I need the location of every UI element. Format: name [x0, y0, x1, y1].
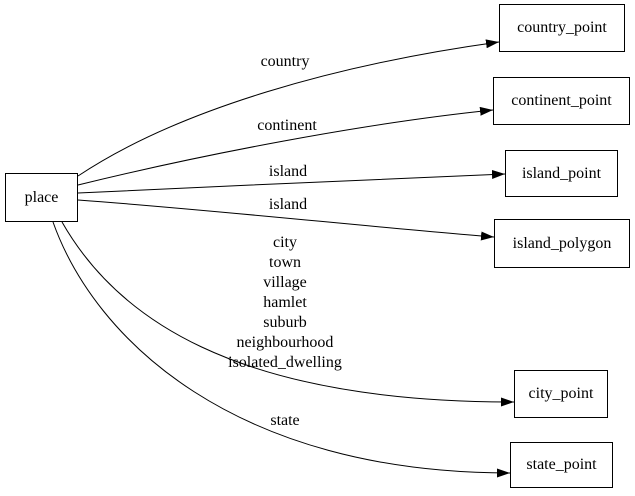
edge-place-island-polygon	[77, 199, 495, 241]
node-island-point-label: island_point	[521, 164, 602, 182]
edge-place-continent-point	[77, 106, 494, 186]
node-city-point-label: city_point	[528, 385, 594, 402]
node-state-point: state_point	[510, 442, 613, 488]
node-continent-point-label: continent_point	[511, 92, 612, 109]
node-place-label: place	[24, 188, 59, 206]
node-island-polygon: island_polygon	[494, 219, 630, 268]
node-place: place	[5, 173, 78, 222]
node-island-point: island_point	[505, 150, 618, 197]
node-state-point-label: state_point	[526, 456, 597, 473]
edge-label-city-group: city town village hamlet suburb neighbou…	[228, 234, 342, 371]
edge-label-state: state	[270, 412, 300, 429]
node-country-point: country_point	[499, 4, 625, 52]
edge-place-state-point	[52, 221, 511, 478]
edge-label-island-2: island	[268, 196, 308, 213]
edge-label-island-1: island	[268, 163, 308, 180]
edge-place-island-point	[77, 169, 506, 194]
node-country-point-label: country_point	[517, 19, 607, 36]
node-continent-point: continent_point	[493, 77, 630, 125]
node-city-point: city_point	[514, 370, 608, 418]
edge-place-city-point	[61, 221, 515, 407]
node-island-polygon-label: island_polygon	[512, 234, 612, 252]
edge-place-country-point	[77, 39, 500, 177]
edge-label-continent: continent	[257, 117, 317, 134]
edge-label-country: country	[260, 53, 310, 70]
